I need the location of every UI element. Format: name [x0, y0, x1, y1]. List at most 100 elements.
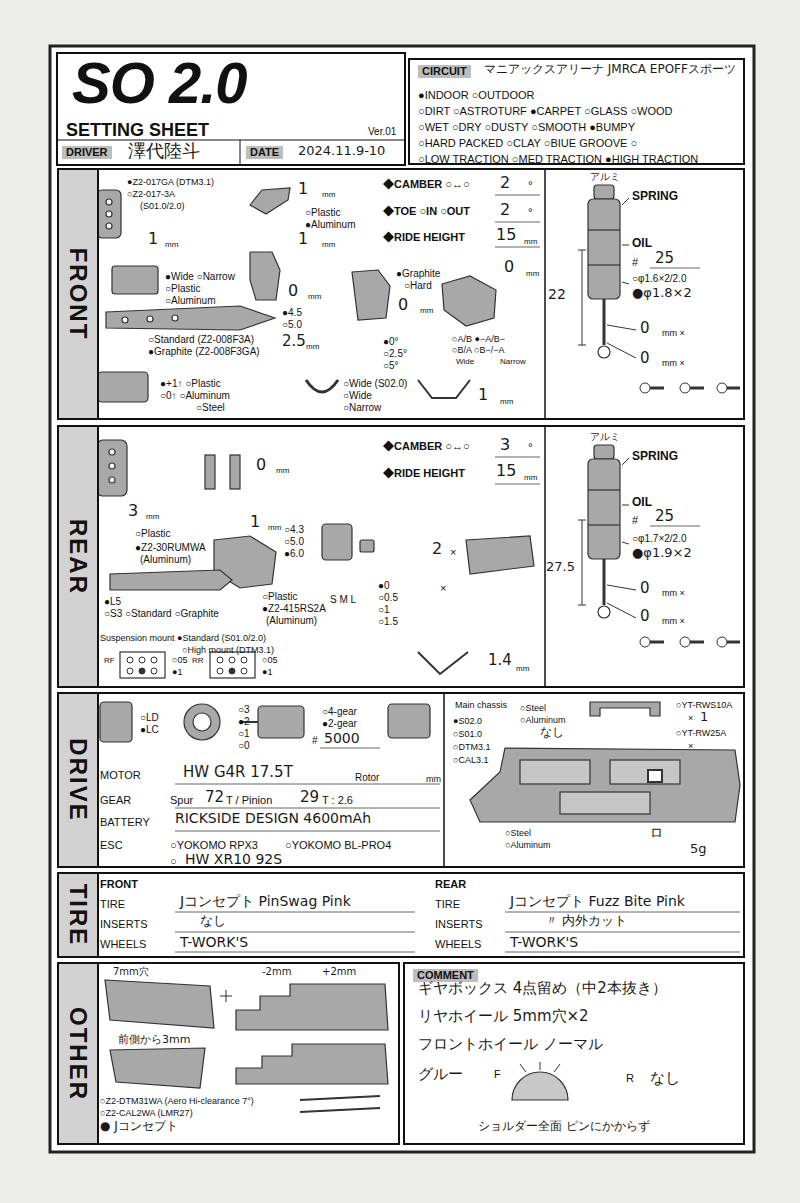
- handwritten-value: なし: [540, 726, 564, 740]
- field-label: SETTING SHEET: [66, 120, 209, 141]
- handwritten-value: ● Jコンセプト: [100, 1120, 178, 1134]
- option-text: ○φ1.7×2/2.0: [632, 533, 687, 545]
- option-text: T / Pinion: [226, 794, 272, 807]
- option-text: ○Steel: [505, 828, 531, 838]
- option-text: mm: [322, 240, 335, 249]
- handwritten-value: 1: [298, 230, 308, 248]
- handwritten-value: ショルダー全面 ピンにかからず: [478, 1120, 650, 1134]
- option-text: T : 2.6: [322, 794, 353, 807]
- option-text: ○Aluminum: [165, 295, 216, 307]
- handwritten-value: 1: [700, 710, 708, 725]
- handwritten-value: HW XR10 92S: [185, 851, 282, 867]
- option-text: ○Hard: [404, 280, 432, 292]
- option-text: ○Plastic: [305, 207, 341, 219]
- option-text: ○0↑ ○Aluminum: [160, 390, 230, 402]
- section-title: DRIVE: [64, 738, 92, 821]
- option-text: ●6.0: [284, 548, 304, 560]
- handwritten-value: リヤホイール 5mm穴×2: [418, 1008, 589, 1025]
- option-text: ○Narrow: [343, 402, 381, 414]
- option-text: RF: [104, 656, 115, 665]
- field-tag: DATE: [246, 146, 283, 159]
- handwritten-value: 2: [432, 540, 442, 558]
- option-text: ○1: [238, 728, 250, 740]
- handwritten-value: 27.5: [546, 560, 575, 575]
- handwritten-value: RICKSIDE DESIGN 4600mAh: [175, 810, 371, 826]
- option-text: mm: [146, 512, 159, 521]
- handwritten-value: ギヤボックス 4点留め（中2本抜き）: [418, 980, 667, 997]
- option-text: ○Z2-CAL2WA (LMR27): [100, 1108, 193, 1118]
- option-text: mm ×: [662, 588, 685, 598]
- handwritten-value: ●φ1.9×2: [632, 546, 692, 561]
- option-text: ○1: [378, 604, 390, 616]
- option-text: ○WET ○DRY ○DUSTY ○SMOOTH ●BUMPY: [418, 121, 635, 134]
- option-text: ○Aluminum: [520, 715, 565, 725]
- field-label: ◆RIDE HEIGHT: [383, 231, 465, 244]
- option-text: °: [528, 207, 533, 221]
- option-text: ●Graphite: [396, 268, 440, 280]
- handwritten-value: 1: [250, 513, 260, 531]
- field-label: SPRING: [632, 190, 678, 204]
- handwritten-value: 3: [128, 502, 138, 520]
- option-text: ○Steel: [196, 402, 225, 414]
- handwritten-value: 0: [640, 320, 650, 337]
- option-text: ○YOKOMO RPX3: [170, 839, 258, 852]
- handwritten-value: 前側から3mm: [118, 1034, 190, 1047]
- field-label: ◆RIDE HEIGHT: [383, 467, 465, 480]
- handwritten-value: 0: [288, 282, 298, 300]
- option-text: ○05: [172, 655, 187, 665]
- option-text: Spur: [170, 794, 193, 807]
- option-text: ○Aluminum: [505, 840, 550, 850]
- option-text: ○LOW TRACTION ○MED TRACTION ●HIGH TRACTI…: [418, 153, 698, 166]
- option-text: MOTOR: [100, 769, 141, 782]
- option-text: ●1: [172, 667, 182, 677]
- option-text: ○3: [238, 704, 250, 716]
- handwritten-value: 22: [548, 286, 566, 302]
- handwritten-value: なし: [650, 1070, 680, 1087]
- option-text: RR: [192, 656, 204, 665]
- option-text: ●Graphite (Z2-008F3GA): [148, 346, 260, 358]
- handwritten-value: 2024.11.9-10: [298, 144, 385, 159]
- option-text: ●LC: [140, 724, 159, 736]
- handwritten-value: アルミ: [590, 431, 620, 443]
- option-text: ESC: [100, 839, 123, 852]
- handwritten-value: 25: [655, 250, 674, 267]
- option-text: WHEELS: [435, 938, 481, 951]
- handwritten-value: -2mm: [262, 966, 291, 978]
- option-text: (Aluminum): [140, 554, 191, 566]
- field-tag: CIRCUIT: [418, 65, 471, 78]
- option-text: mm: [524, 473, 537, 482]
- option-text: ●S02.0: [453, 716, 482, 726]
- option-text: ●INDOOR ○OUTDOOR: [418, 89, 535, 102]
- section-panel: DRIVE: [57, 692, 745, 868]
- option-text: #: [312, 735, 318, 747]
- option-text: mm: [420, 306, 433, 315]
- option-text: ○HARD PACKED ○CLAY ○BIUE GROOVE ○: [418, 137, 637, 150]
- option-text: mm: [322, 190, 335, 199]
- option-text: ●Aluminum: [305, 219, 356, 231]
- handwritten-value: 0: [640, 350, 650, 367]
- field-label: OIL: [632, 237, 652, 251]
- handwritten-value: 3: [500, 436, 510, 454]
- option-text: ○CAL3.1: [453, 755, 488, 765]
- handwritten-value: Jコンセプト Fuzz Bite Pink: [510, 893, 685, 909]
- option-text: F: [494, 1068, 501, 1081]
- option-text: ○Plastic: [165, 283, 201, 295]
- option-text: ○Plastic: [135, 528, 171, 540]
- handwritten-value: T-WORK'S: [510, 934, 578, 950]
- option-text: ○DTM3.1: [453, 742, 490, 752]
- option-text: °: [528, 180, 533, 194]
- option-text: mm: [516, 664, 529, 673]
- option-text: mm ×: [662, 328, 685, 338]
- handwritten-value: 1: [478, 386, 488, 404]
- option-text: mm: [524, 237, 537, 246]
- section-title: TIRE: [64, 884, 92, 947]
- option-text: mm: [276, 466, 289, 475]
- handwritten-value: HW G4R 17.5T: [183, 764, 293, 781]
- option-text: (Aluminum): [266, 615, 317, 627]
- handwritten-value: 2: [500, 174, 510, 192]
- option-text: mm: [308, 292, 321, 301]
- option-text: ○S3 ○Standard ○Graphite: [104, 608, 219, 620]
- option-text: ○φ1.6×2/2.0: [632, 273, 687, 285]
- field-tag: DRIVER: [62, 146, 112, 159]
- handwritten-value: 1: [148, 230, 158, 248]
